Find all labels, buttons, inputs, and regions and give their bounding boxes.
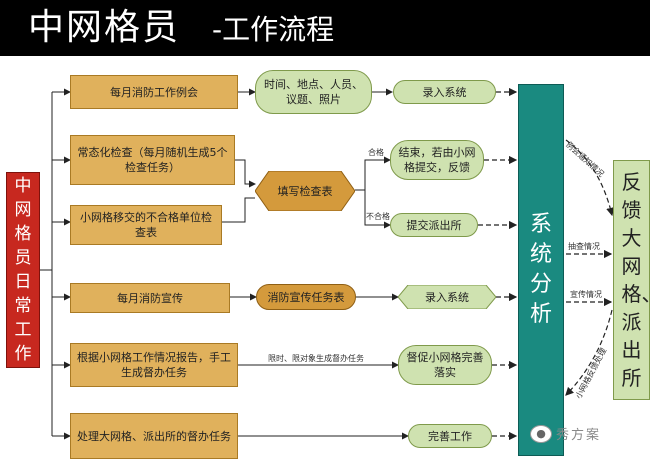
- fill-form-node: [255, 171, 355, 211]
- complete-work-node: 完善工作: [408, 424, 492, 448]
- edge-label-deadline: 限时、限对象生成督办任务: [268, 354, 364, 363]
- fill-form-label: 填写检查表: [277, 184, 333, 198]
- edge-label-qualified: 合格: [368, 148, 384, 157]
- daily-work-label: 中网格员日常工作: [6, 172, 40, 368]
- watermark: ● 秀方案: [530, 424, 601, 443]
- conclude-node: 结束，若由小网格提交，反馈: [390, 140, 484, 180]
- watermark-text: 秀方案: [556, 428, 602, 443]
- task-routine-check: 常态化检查（每月随机生成5个检查任务）: [70, 135, 235, 185]
- wechat-icon: ●: [530, 424, 552, 443]
- enter-system-node-2: 录入系统: [425, 290, 469, 304]
- task-monthly-meeting: 每月消防工作例会: [70, 75, 238, 109]
- meeting-content-node: 时间、地点、人员、议题、照片: [255, 70, 372, 114]
- title-bar: 中网格员 -工作流程: [0, 0, 650, 56]
- system-analysis-bar: 系统分析: [518, 84, 564, 456]
- page-title: 中网格员: [28, 7, 181, 48]
- trunk-connectors: [40, 88, 71, 440]
- submit-police-node: 提交派出所: [390, 213, 478, 237]
- flow-connectors: [222, 88, 409, 440]
- enter-system-node-2-shape: [398, 285, 496, 309]
- task-handover-check: 小网格移交的不合格单位检查表: [70, 205, 222, 245]
- dashed-connectors: [478, 87, 615, 441]
- task-handle-supervision: 处理大网格、派出所的督办任务: [70, 413, 238, 459]
- page-subtitle: -工作流程: [212, 13, 335, 46]
- supervise-node: 督促小网格完善落实: [398, 345, 492, 385]
- feedback-box: 反馈大网格、派出所: [613, 160, 650, 400]
- edge-label-publicity-status: 宣传情况: [570, 290, 602, 299]
- task-generate-supervision: 根据小网格工作情况报告，手工生成督办任务: [70, 343, 238, 387]
- edge-label-check-status: 抽查情况: [568, 242, 600, 251]
- enter-system-node-1: 录入系统: [393, 80, 496, 104]
- edge-label-unqualified: 不合格: [366, 212, 390, 221]
- publicity-form-node: 消防宣传任务表: [256, 284, 356, 310]
- task-monthly-publicity: 每月消防宣传: [70, 283, 230, 313]
